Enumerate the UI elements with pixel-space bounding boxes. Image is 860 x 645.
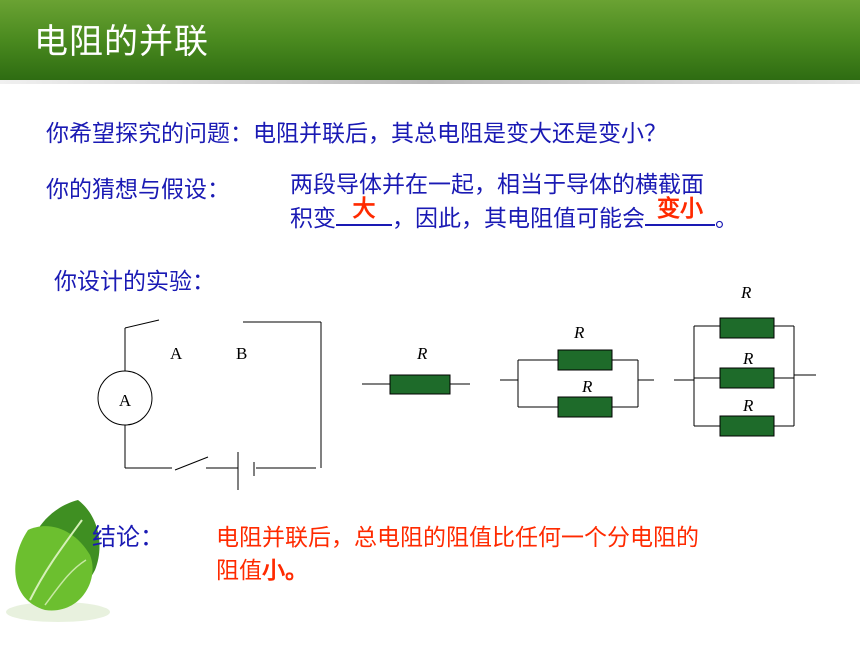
blank-1-answer: 大 bbox=[352, 196, 376, 222]
ammeter-label: A bbox=[119, 391, 132, 410]
question-text: 你希望探究的问题：电阻并联后，其总电阻是变大还是变小？ bbox=[46, 121, 667, 147]
resistor-label: R bbox=[740, 283, 752, 302]
resistor-label: R bbox=[416, 344, 428, 363]
resistor bbox=[557, 349, 613, 371]
leaf-vein bbox=[29, 519, 83, 601]
single-resistor-diagram: R bbox=[362, 344, 470, 395]
conclusion-line-1: 电阻并联后，总电阻的阻值比任何一个分电阻的 bbox=[216, 525, 699, 551]
leaf-icon bbox=[6, 500, 110, 622]
leaf-vein bbox=[44, 559, 87, 606]
three-resistor-parallel-diagram bbox=[674, 317, 816, 437]
conclusion-line-2-bold: 小。 bbox=[262, 558, 308, 584]
circuit-wire bbox=[124, 319, 160, 329]
resistor-label: R bbox=[742, 349, 754, 368]
resistor-label: R bbox=[581, 377, 593, 396]
hypothesis-label: 你的猜想与假设： bbox=[46, 177, 230, 203]
point-b-label: B bbox=[236, 344, 247, 363]
blank-2-answer: 变小 bbox=[657, 196, 703, 222]
resistor bbox=[557, 396, 613, 418]
resistor-label: R bbox=[573, 323, 585, 342]
hypothesis-line-1: 两段导体并在一起，相当于导体的横截面 bbox=[290, 172, 704, 198]
resistor bbox=[719, 317, 775, 339]
hypothesis-line-2-suffix: 。 bbox=[715, 206, 738, 232]
hypothesis-line-2: 积变大 ，因此，其电阻值可能会变小。 bbox=[290, 196, 738, 233]
leaf-reflection bbox=[6, 602, 110, 622]
blank-2: 变小 bbox=[645, 196, 715, 226]
blank-1: 大 bbox=[336, 196, 392, 226]
resistor bbox=[719, 415, 775, 437]
conclusion-label: 结论： bbox=[92, 523, 164, 551]
resistor-label: R bbox=[742, 396, 754, 415]
switch-blade bbox=[174, 456, 209, 471]
point-a-label: A bbox=[170, 344, 183, 363]
design-label: 你设计的实验： bbox=[54, 269, 215, 295]
main-circuit bbox=[97, 319, 322, 490]
title-bar: 电阻的并联 bbox=[0, 0, 860, 84]
two-resistor-parallel-diagram bbox=[500, 349, 654, 418]
ammeter bbox=[97, 370, 153, 426]
conclusion-line-2-prefix: 阻值 bbox=[216, 558, 262, 584]
hypothesis-line-2-prefix: 积变 bbox=[290, 206, 336, 232]
hypothesis-line-2-middle: ，因此，其电阻值可能会 bbox=[392, 206, 645, 232]
page-title: 电阻的并联 bbox=[34, 22, 209, 62]
resistor bbox=[389, 374, 451, 395]
conclusion-line-2: 阻值小。 bbox=[216, 551, 308, 585]
resistor bbox=[719, 367, 775, 389]
